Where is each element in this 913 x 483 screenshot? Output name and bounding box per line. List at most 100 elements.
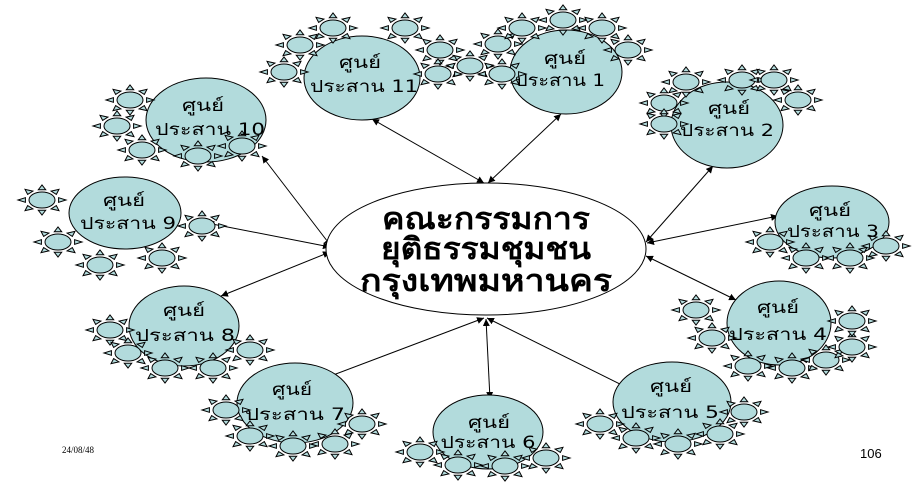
sun-icon-ray bbox=[868, 344, 878, 350]
sun-icon-ray bbox=[74, 262, 84, 268]
sun-icon-ray bbox=[638, 100, 648, 106]
sun-icon-ray bbox=[694, 441, 704, 447]
sun-icon-ray bbox=[149, 138, 160, 146]
sun-icon-ray bbox=[847, 356, 857, 363]
sun-icon-ray bbox=[521, 463, 531, 469]
sun-icon-ray bbox=[309, 441, 319, 447]
sun-icon-ray bbox=[652, 441, 662, 447]
sun-icon-ray bbox=[157, 267, 167, 274]
sun-icon-ray bbox=[646, 112, 657, 120]
sun-icon-ray bbox=[514, 41, 524, 47]
sun-icon-ray bbox=[37, 209, 47, 216]
sun-icon bbox=[394, 436, 446, 468]
sun-icon-ray bbox=[472, 41, 482, 47]
sun-icon-ray bbox=[859, 309, 870, 317]
sun-icon bbox=[274, 29, 326, 61]
sun-icon-ray bbox=[793, 109, 803, 116]
sun-icon-ray bbox=[765, 226, 775, 233]
sun-icon-ray bbox=[487, 454, 498, 462]
sun-icon-body bbox=[549, 11, 577, 29]
sun-icon-ray bbox=[597, 37, 607, 44]
connector-arrow-2 bbox=[645, 165, 714, 243]
sun-icon-body bbox=[778, 359, 806, 377]
sun-icon-body bbox=[491, 457, 519, 475]
sun-icon-ray bbox=[541, 442, 551, 449]
slide-page-number: 106 bbox=[860, 446, 882, 461]
sun-icon-ray bbox=[756, 68, 767, 76]
sun-icon-ray bbox=[209, 230, 220, 238]
sun-icon-ray bbox=[82, 253, 93, 261]
sun-icon-ray bbox=[116, 262, 126, 268]
sun-decorations bbox=[16, 4, 912, 482]
coordination-center-7-label-line-2: ประสาน 7 bbox=[245, 405, 345, 425]
sun-icon-ray bbox=[237, 130, 247, 137]
sun-icon-ray bbox=[824, 255, 834, 261]
sun-icon-ray bbox=[224, 433, 234, 439]
coordination-center-11-ellipse bbox=[303, 35, 421, 121]
sun-icon-ray bbox=[780, 104, 791, 112]
sun-icon-ray bbox=[149, 154, 160, 162]
sun-icon-ray bbox=[415, 436, 425, 443]
sun-icon-ray bbox=[136, 255, 146, 261]
sun-icon-ray bbox=[282, 33, 293, 41]
sun-icon-ray bbox=[668, 70, 679, 78]
sun-icon-body bbox=[86, 256, 114, 274]
sun-icon-ray bbox=[660, 432, 671, 440]
coordination-center-2-label-line-2: ประสาน 2 bbox=[680, 121, 774, 141]
sun-icon-ray bbox=[671, 112, 682, 120]
sun-icon-ray bbox=[32, 239, 42, 245]
sun-icon bbox=[576, 12, 628, 44]
sun-icon bbox=[336, 408, 388, 440]
sun-icon-ray bbox=[673, 453, 683, 460]
sun-icon-ray bbox=[74, 239, 84, 245]
sun-icon-ray bbox=[205, 160, 216, 168]
sun-icon-ray bbox=[881, 255, 891, 262]
sun-icon-ray bbox=[744, 239, 754, 245]
sun-icon-ray bbox=[445, 62, 456, 70]
sun-icon-ray bbox=[214, 153, 224, 159]
sun-icon-ray bbox=[881, 230, 891, 237]
sun-icon bbox=[602, 34, 654, 66]
sun-icon-ray bbox=[300, 69, 310, 75]
sun-icon-body bbox=[456, 57, 484, 75]
sun-icon-ray bbox=[378, 421, 388, 427]
sun-icon-body bbox=[188, 217, 216, 235]
sun-icon-ray bbox=[607, 412, 618, 420]
sun-icon bbox=[766, 352, 818, 384]
sun-icon-ray bbox=[394, 449, 404, 455]
sun-icon-ray bbox=[726, 416, 737, 424]
sun-icon-ray bbox=[860, 243, 870, 249]
sun-icon-body bbox=[319, 19, 347, 37]
sun-icon-ray bbox=[718, 409, 728, 415]
sun-icon bbox=[826, 305, 878, 337]
sun-icon-ray bbox=[233, 414, 244, 422]
sun-icon-ray bbox=[693, 86, 704, 94]
sun-icon bbox=[800, 344, 852, 376]
sun-icon-ray bbox=[529, 32, 540, 40]
committee-title-line-1: คณะกรรมการ bbox=[382, 202, 590, 237]
sun-icon-ray bbox=[832, 262, 843, 270]
sun-icon-ray bbox=[180, 144, 191, 152]
sun-icon-ray bbox=[790, 77, 800, 83]
sun-icon-ray bbox=[257, 338, 268, 346]
sun-icon-ray bbox=[610, 38, 621, 46]
sun-icon-ray bbox=[751, 400, 762, 408]
sun-icon-ray bbox=[504, 32, 515, 40]
sun-icon-ray bbox=[707, 322, 717, 329]
sun-icon-ray bbox=[727, 422, 738, 430]
sun-icon-ray bbox=[208, 398, 219, 406]
coordination-center-5-label-line-2: ประสาน 5 bbox=[621, 403, 719, 423]
sun-icon-ray bbox=[400, 12, 410, 19]
sun-icon bbox=[379, 12, 431, 44]
sun-icon-ray bbox=[465, 453, 476, 461]
sun-icon-body bbox=[792, 249, 820, 267]
sun-icon-ray bbox=[147, 356, 158, 364]
sun-icon-ray bbox=[834, 325, 845, 333]
sun-icon-ray bbox=[727, 438, 738, 446]
sun-icon-ray bbox=[221, 419, 231, 426]
sun-icon-ray bbox=[500, 475, 510, 482]
sun-icon-ray bbox=[49, 204, 60, 212]
sun-icon-ray bbox=[315, 16, 326, 24]
sun-icon-ray bbox=[124, 138, 135, 146]
coordination-center-labels: ศูนย์ประสาน 1ศูนย์ประสาน 2ศูนย์ประสาน 3ศ… bbox=[80, 49, 879, 453]
